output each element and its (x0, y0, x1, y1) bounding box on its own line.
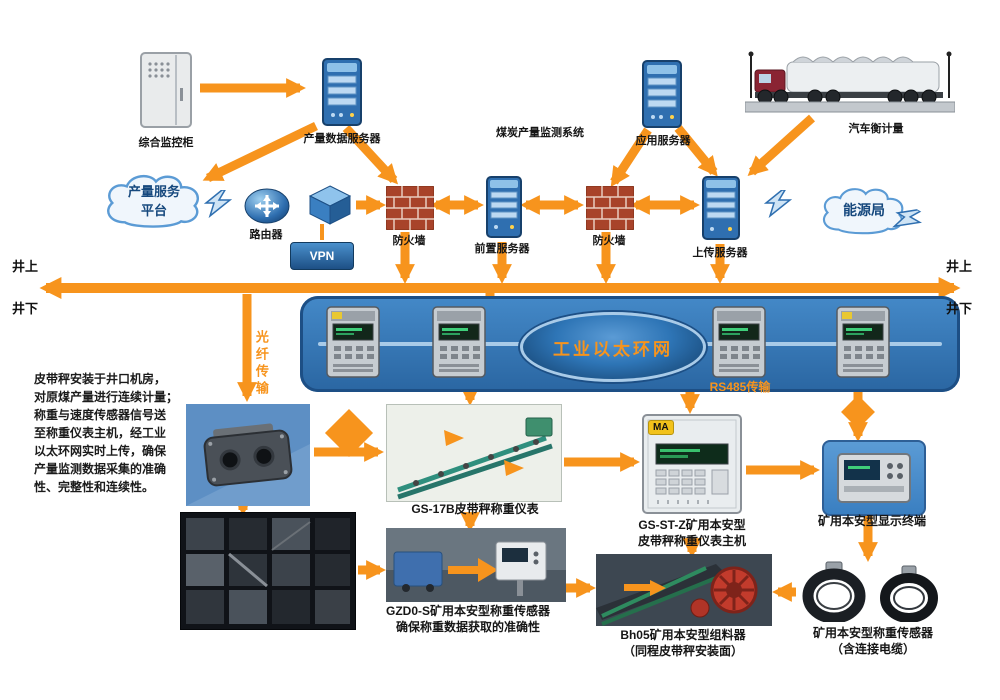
ma-certification-badge: MA (648, 420, 674, 435)
ring-sensors-photo (798, 560, 948, 627)
display-terminal-icon (837, 453, 911, 503)
ring-sensors-caption-line1: 矿用本安型称重传感器 (812, 626, 933, 640)
rs485-transmission-label: RS485传输 (709, 380, 771, 394)
vpn-label: VPN (309, 249, 335, 263)
ma-host-caption-line1: GS-ST-Z矿用本安型 (638, 518, 746, 532)
zone-left-top: 井上 (12, 259, 39, 274)
feeder-scale-caption: Bh05矿用本安型组料器 （同程皮带秤安装面） (588, 628, 778, 659)
description-line: 以太环网实时上传，确保 (34, 444, 167, 458)
router-icon (244, 186, 290, 231)
industrial-ethernet-ring-label: 工业以太环网 (553, 339, 673, 359)
ma-host-caption: GS-ST-Z矿用本安型 皮带秤称重仪表主机 (622, 518, 762, 549)
production-cloud: 产量服务平台 (95, 168, 213, 232)
ma-weighing-host: MA (642, 414, 742, 519)
sensor-install-photo (386, 528, 566, 607)
ring-sensors-caption-line2: （含连接电缆） (830, 641, 915, 656)
server-mid-right-icon (702, 176, 740, 245)
lightning-link-right-icon (763, 189, 794, 223)
weighing-meter-2-icon (432, 306, 486, 383)
zone-right-bottom: 井下 (946, 301, 973, 316)
firewall-right-label: 防火墙 (592, 235, 626, 247)
zone-left-bottom: 井下 (12, 301, 39, 316)
switch-cube-icon (308, 184, 352, 231)
feeder-scale-photo (596, 554, 772, 631)
cabinet-label: 综合监控柜 (138, 137, 194, 149)
server-top-right-label: 应用服务器 (635, 135, 691, 147)
firewall-right-icon (585, 185, 635, 235)
server-mid-left-label: 前置服务器 (474, 243, 530, 255)
display-terminal-caption: 矿用本安型显示终端 (817, 514, 926, 528)
firewall-left-icon (385, 185, 435, 235)
server-top-left-icon (322, 58, 362, 131)
monitoring-screens-photo (179, 511, 357, 635)
weighing-meter-3-icon (712, 306, 766, 383)
load-cell-photo (186, 404, 310, 511)
description-line: 至称重仪表主机，经工业 (34, 426, 167, 440)
description-line: 称重与速度传感器信号送 (34, 408, 167, 422)
ring-sensors-caption: 矿用本安型称重传感器 （含连接电缆） (790, 626, 956, 657)
system-description: 皮带秤安装于井口机房， 对原煤产量进行连续计量； 称重与速度传感器信号送 至称重… (34, 370, 210, 496)
load-sensor-caption-line1: GZD0-S矿用本安型称重传感器 (385, 604, 550, 618)
ma-host-caption-line2: 皮带秤称重仪表主机 (637, 533, 746, 548)
server-mid-left-icon (486, 176, 522, 243)
server-top-right-icon (642, 60, 682, 133)
lightning-link-far-right-icon (886, 201, 928, 245)
energy-bureau-cloud: 能源局 (812, 182, 916, 238)
truck-weighbridge-icon (744, 36, 956, 125)
description-line: 性、完整性和连续性。 (34, 480, 155, 494)
zone-right-top: 井上 (946, 259, 973, 274)
weighing-meter-4-icon (836, 306, 890, 383)
vpn-device: VPN (290, 242, 354, 270)
lightning-link-left-icon (203, 189, 234, 223)
weighing-meter-1-icon (326, 306, 380, 383)
feeder-scale-caption-line1: Bh05矿用本安型组料器 (620, 628, 746, 642)
truck-label: 汽车衡计量 (848, 123, 904, 135)
firewall-left-label: 防火墙 (392, 235, 426, 247)
router-label: 路由器 (249, 229, 283, 241)
production-cloud-label: 产量服务平台 (127, 184, 180, 218)
load-sensor-caption-line2: 确保称重数据获取的准确性 (395, 619, 540, 634)
description-line: 产量监测数据采集的准确 (34, 462, 167, 476)
top-center-label: 煤炭产量监测系统 (496, 127, 584, 139)
description-line: 皮带秤安装于井口机房， (34, 372, 167, 386)
belt-scale-caption: GS-17B皮带秤称重仪表 (411, 502, 539, 516)
control-cabinet-icon (140, 52, 192, 135)
belt-scale-photo (385, 403, 563, 507)
load-sensor-caption: GZD0-S矿用本安型称重传感器 确保称重数据获取的准确性 (348, 604, 588, 635)
industrial-ethernet-ring: 工业以太环网 (520, 312, 706, 382)
energy-bureau-label: 能源局 (843, 202, 885, 218)
description-line: 对原煤产量进行连续计量； (34, 390, 179, 404)
display-terminal-panel (822, 440, 926, 516)
fiber-transmission-label: 光纤传输 (253, 330, 269, 398)
feeder-scale-caption-line2: （同程皮带秤安装面） (622, 643, 743, 658)
server-top-left-label: 产量数据服务器 (303, 133, 381, 145)
server-mid-right-label: 上传服务器 (692, 247, 748, 259)
